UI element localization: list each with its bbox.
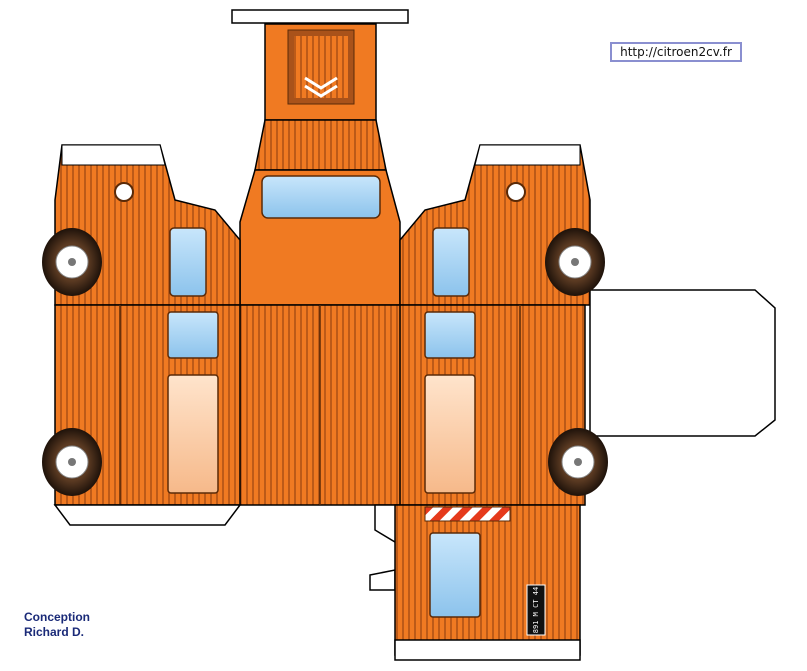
citroen-chevron-icon xyxy=(304,76,338,98)
credit-line-1: Conception xyxy=(24,610,90,624)
side-panel-right xyxy=(424,374,476,494)
credit-line-2: Richard D. xyxy=(24,625,85,639)
wheel-icon xyxy=(548,428,608,496)
glue-tab-top xyxy=(231,9,409,24)
cab-door-window-right xyxy=(432,227,470,297)
windscreen-panel xyxy=(239,169,401,306)
wheel-icon xyxy=(42,228,102,296)
glue-tab-bottom-left xyxy=(53,504,242,526)
rear-window xyxy=(429,532,481,618)
rear-panel: 891 M CT 44 xyxy=(369,504,581,661)
website-url: http://citroen2cv.fr xyxy=(610,42,742,62)
license-plate xyxy=(526,584,546,636)
wheel-icon xyxy=(42,428,102,496)
body-band xyxy=(54,304,586,506)
license-plate-text: 891 M CT 44 xyxy=(532,587,540,633)
hood-panel xyxy=(254,23,387,171)
side-window-right xyxy=(424,311,476,359)
cab-side-right xyxy=(399,144,591,306)
warning-stripes-icon xyxy=(424,506,511,522)
windscreen-glass xyxy=(261,175,381,219)
headlight-icon xyxy=(114,182,134,202)
side-window-left xyxy=(167,311,219,359)
glue-tab-right xyxy=(589,289,776,437)
credit-block: Conception Richard D. xyxy=(24,610,90,640)
cab-door-window-left xyxy=(169,227,207,297)
wheel-icon xyxy=(545,228,605,296)
side-panel-left xyxy=(167,374,219,494)
